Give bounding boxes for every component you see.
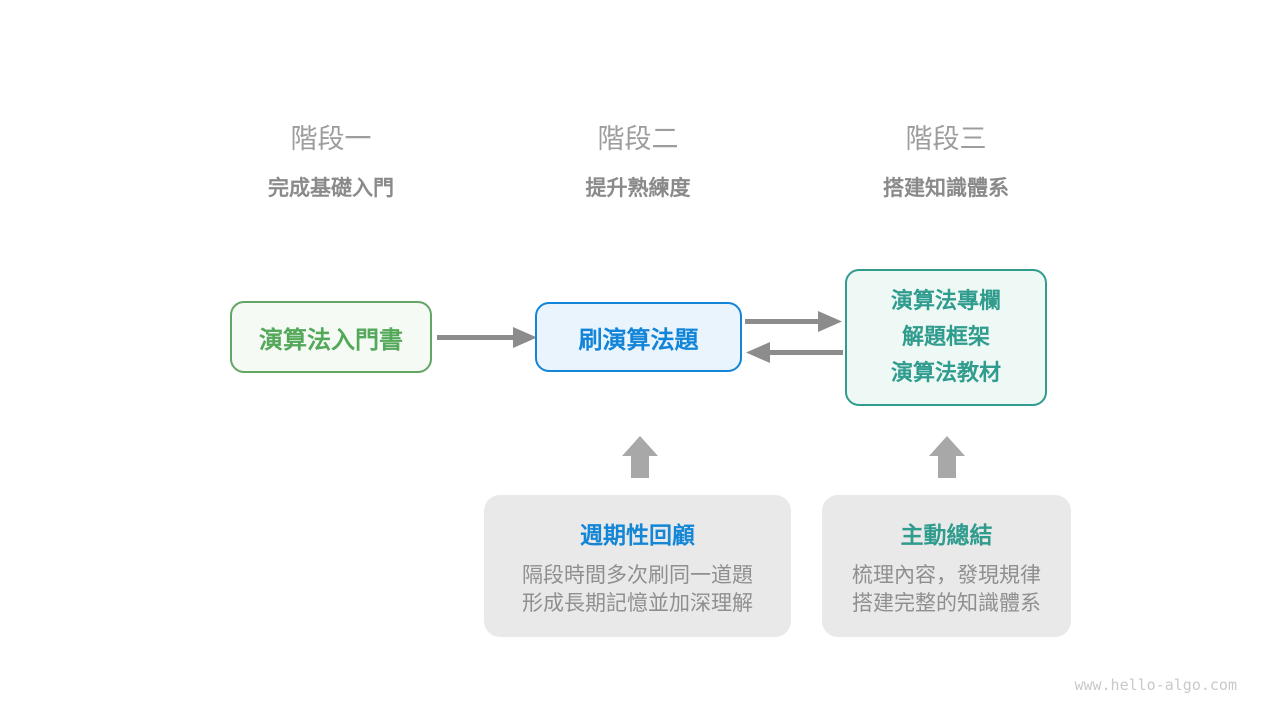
resources-to-practice-arrow-icon xyxy=(746,342,843,363)
intro-to-practice-arrow-icon xyxy=(437,327,537,348)
practice-to-resources-arrow-icon xyxy=(745,311,842,332)
stage-2-subtitle: 提升熟練度 xyxy=(585,176,691,200)
node-resources-line: 演算法教材 xyxy=(890,360,1001,386)
node-intro-book-label: 演算法入門書 xyxy=(259,325,403,354)
note-line: 梳理內容，發現規律 xyxy=(852,563,1041,587)
note-periodic-review-title: 週期性回顧 xyxy=(580,523,695,549)
note-line: 隔段時間多次刷同一道題 xyxy=(522,563,753,587)
node-resources-line: 演算法專欄 xyxy=(890,288,1001,314)
note-active-summary-body: 梳理內容，發現規律 搭建完整的知識體系 xyxy=(822,561,1071,617)
node-practice: 刷演算法題 xyxy=(535,302,742,372)
stage-1-subtitle: 完成基礎入門 xyxy=(268,176,394,200)
note-periodic-review-body: 隔段時間多次刷同一道題 形成長期記憶並加深理解 xyxy=(484,561,791,617)
review-up-arrow-icon xyxy=(622,436,658,478)
node-intro-book: 演算法入門書 xyxy=(230,301,432,373)
stage-2-title: 階段二 xyxy=(597,124,679,155)
stage-1-title: 階段一 xyxy=(290,124,372,155)
stage-header-1: 階段一 完成基礎入門 xyxy=(191,124,471,202)
note-active-summary-title: 主動總結 xyxy=(900,523,993,549)
stage-3-subtitle: 搭建知識體系 xyxy=(883,176,1009,200)
note-line: 形成長期記憶並加深理解 xyxy=(522,591,753,615)
stage-header-2: 階段二 提升熟練度 xyxy=(498,124,778,202)
summary-up-arrow-icon xyxy=(929,436,965,478)
node-practice-label: 刷演算法題 xyxy=(578,325,699,354)
watermark: www.hello-algo.com xyxy=(1074,676,1237,694)
note-active-summary: 主動總結 梳理內容，發現規律 搭建完整的知識體系 xyxy=(822,495,1071,637)
note-periodic-review: 週期性回顧 隔段時間多次刷同一道題 形成長期記憶並加深理解 xyxy=(484,495,791,637)
stage-header-3: 階段三 搭建知識體系 xyxy=(806,124,1086,202)
stage-3-title: 階段三 xyxy=(905,124,987,155)
node-resources: 演算法專欄 解題框架 演算法教材 xyxy=(845,269,1047,406)
node-resources-line: 解題框架 xyxy=(901,324,990,350)
note-line: 搭建完整的知識體系 xyxy=(852,591,1041,615)
